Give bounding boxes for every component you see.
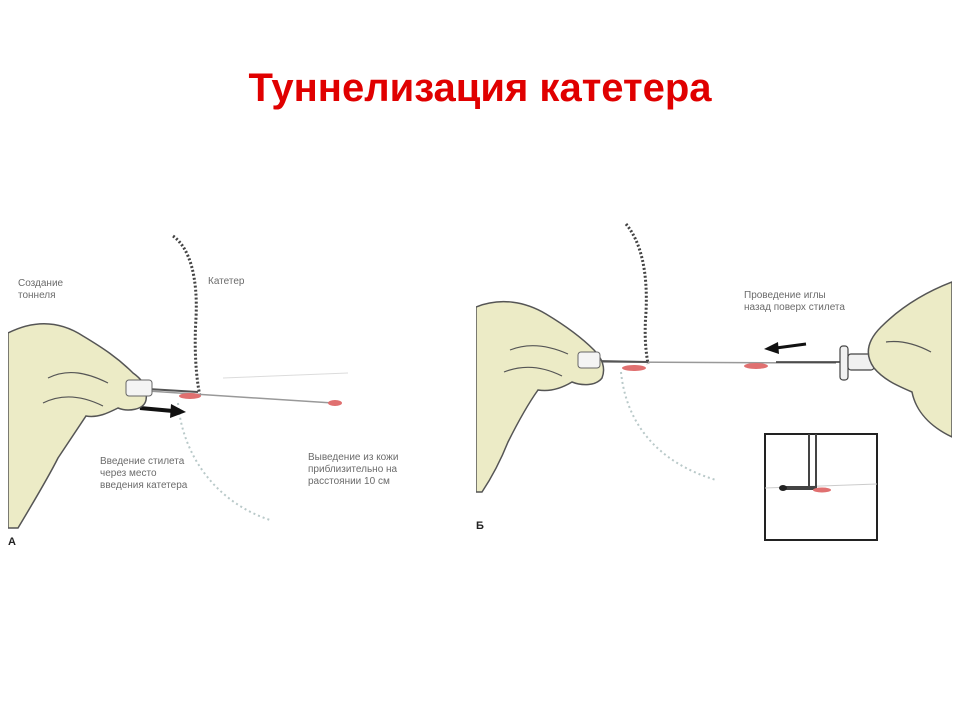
needle-hub bbox=[839, 345, 849, 381]
hand-b-left bbox=[476, 300, 605, 493]
label-insert-stylet: Введение стилета через место введения ка… bbox=[100, 456, 188, 491]
catheter-under-skin bbox=[177, 402, 271, 521]
exit-blood bbox=[328, 400, 342, 406]
label-tunnel: Создание тоннеля bbox=[18, 278, 64, 301]
arrow-head bbox=[170, 404, 186, 418]
inset-tip bbox=[779, 485, 787, 491]
entry-blood bbox=[622, 365, 646, 371]
stylet-hub bbox=[147, 388, 199, 393]
stylet-hub bbox=[595, 360, 649, 363]
skin-line bbox=[222, 372, 349, 379]
stylet bbox=[147, 390, 334, 404]
direction-arrow bbox=[139, 406, 174, 413]
stylet-handle bbox=[577, 351, 601, 369]
finger-line bbox=[47, 372, 109, 384]
stylet-handle bbox=[125, 379, 153, 397]
panel-b-drawing bbox=[476, 223, 952, 541]
illustration-panel-a: Создание тоннеля Катетер Введение стилет… bbox=[8, 228, 454, 553]
finger-line bbox=[509, 345, 569, 355]
entry-blood bbox=[179, 393, 201, 399]
inset-blood bbox=[813, 487, 831, 493]
finger-line bbox=[42, 396, 104, 407]
catheter bbox=[172, 234, 202, 397]
finger-line bbox=[503, 366, 563, 377]
panel-letter-a: А bbox=[8, 536, 16, 548]
arrow-head bbox=[764, 342, 779, 354]
hand-a bbox=[8, 323, 148, 529]
exit-blood bbox=[744, 363, 768, 369]
catheter-under-skin bbox=[620, 371, 717, 481]
direction-arrow bbox=[775, 342, 807, 350]
catheter bbox=[624, 223, 650, 365]
label-exit-skin: Выведение из кожи приблизительно на расс… bbox=[308, 452, 399, 487]
panel-letter-b: Б bbox=[476, 520, 484, 532]
slide-title: Туннелизация катетера bbox=[248, 66, 712, 110]
finger-line bbox=[885, 340, 932, 353]
hand-b-right bbox=[867, 281, 952, 438]
label-needle-back: Проведение иглы назад поверх стилета bbox=[744, 290, 845, 313]
panel-a-drawing bbox=[8, 234, 349, 529]
illustration-panel-b: Проведение иглы назад поверх стилета Б bbox=[476, 222, 952, 542]
label-catheter: Катетер bbox=[208, 276, 245, 287]
